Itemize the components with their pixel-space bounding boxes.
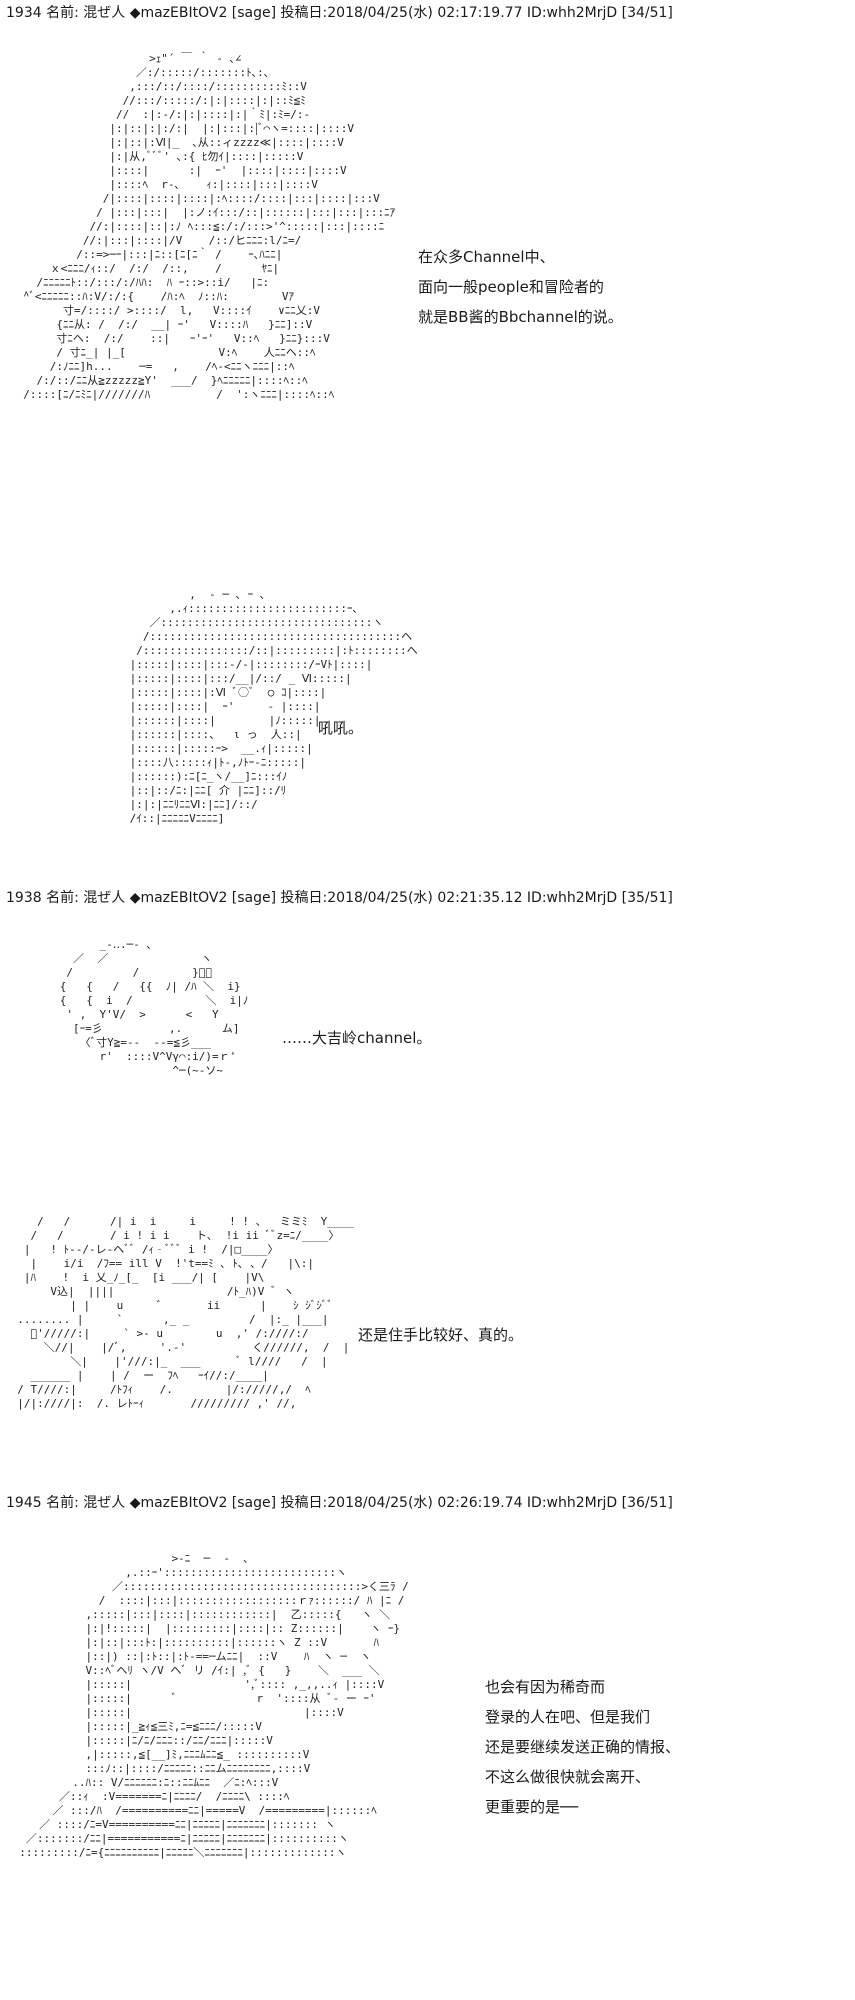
dialogue-line: 就是BB酱的Bbchannel的说。 (418, 308, 623, 326)
dialogue-1938-a: ……大吉岭channel。 (282, 1023, 431, 1053)
post-header-1938: 1938 名前: 混ぜ人 ◆mazEBItOV2 [sage] 投稿日:2018… (6, 890, 673, 906)
post-header-1934: 1934 名前: 混ぜ人 ◆mazEBItOV2 [sage] 投稿日:2018… (6, 5, 673, 21)
dialogue-line: 吼吼。 (318, 719, 364, 737)
dialogue-line: 不这么做很快就会离开、 (485, 1768, 651, 1786)
ascii-art-grinning-character: _‐‥.─‐ ､ ／ ／ ヽ / / }ﾞ〉 { { / {{ ﾉ| /ﾊ ＼ … (59, 938, 249, 1077)
dialogue-1938-b: 还是住手比较好、真的。 (358, 1320, 523, 1350)
dialogue-line: 还是住手比较好、真的。 (358, 1326, 524, 1344)
dialogue-1945-a: 也会有因为稀奇而 登录的人在吧、但是我们 还是要继续发送正确的情报、 不这么做很… (485, 1672, 680, 1822)
dialogue-line: 更重要的是── (485, 1798, 579, 1816)
dialogue-line: 登录的人在吧、但是我们 (485, 1708, 651, 1726)
dialogue-line: 面向一般people和冒险者的 (418, 278, 604, 296)
dialogue-line: 也会有因为稀奇而 (485, 1678, 606, 1696)
ascii-art-ruler-character: >ｪ"´ ￣ ｀ ‐ ､∠ ／:/:::::/:::::::ﾄ､:､ ,:::/… (23, 52, 396, 401)
post-header-1945: 1945 名前: 混ぜ人 ◆mazEBItOV2 [sage] 投稿日:2018… (6, 1495, 673, 1511)
dialogue-1934-a: 在众多Channel中、 面向一般people和冒险者的 就是BB酱的Bbcha… (418, 242, 623, 332)
ascii-art-speaking-character: >‐ﾆ ─ ‐ ､ ,.::ｰ'::::::::::::::::::::::::… (19, 1552, 409, 1859)
ascii-art-smiling-character: , ‐ ─ ､ ｰ ､ ,.ｨ::::::::::::::::::::::::ｰ… (129, 588, 418, 825)
dialogue-1934-b: 吼吼。 (318, 713, 363, 743)
dialogue-line: 在众多Channel中、 (418, 248, 555, 266)
dialogue-line: ……大吉岭channel。 (282, 1029, 432, 1047)
ascii-art-worried-character: / / /| i i i ! ! 、 ミミﾐ Y____ / / / i ! i… (17, 1215, 354, 1410)
dialogue-line: 还是要继续发送正确的情报、 (485, 1738, 681, 1756)
